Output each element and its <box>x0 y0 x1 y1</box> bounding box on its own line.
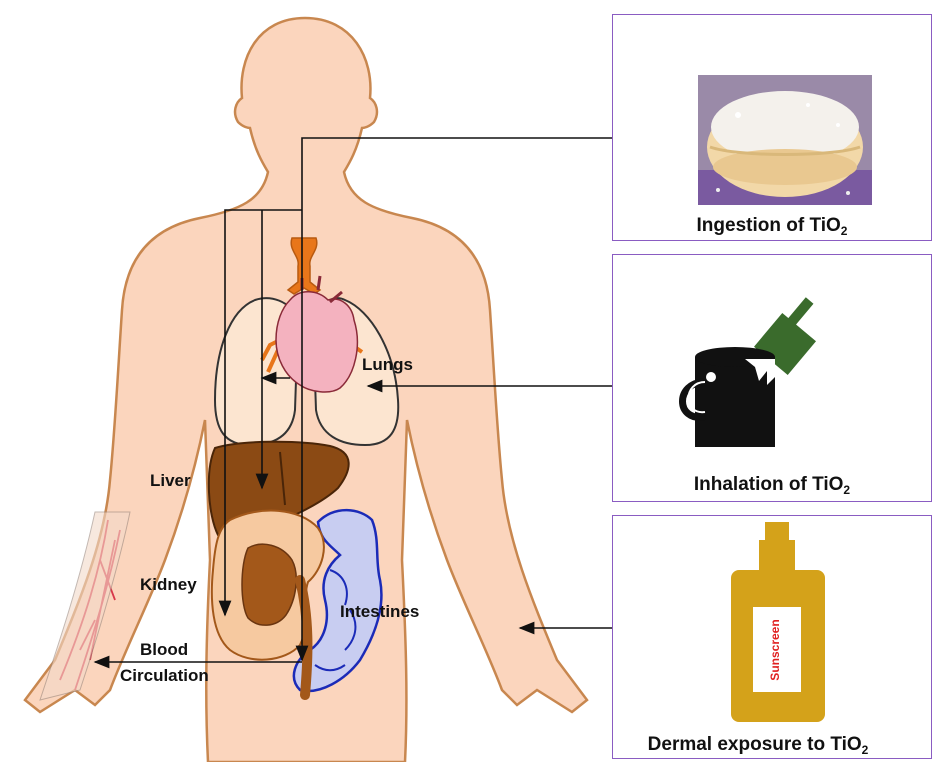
doughnut-image <box>698 75 872 205</box>
ingestion-caption: Ingestion of TiO2 <box>613 215 931 238</box>
label-kidney: Kidney <box>140 575 197 595</box>
sunscreen-bottle-icon: Sunscreen <box>723 522 833 722</box>
label-circulation: Circulation <box>120 666 209 686</box>
dermal-caption: Dermal exposure to TiO2 <box>599 734 917 757</box>
label-liver: Liver <box>150 471 191 491</box>
label-intestines: Intestines <box>340 602 419 622</box>
inhalation-panel: Inhalation of TiO2 <box>612 254 932 502</box>
label-blood: Blood <box>140 640 188 660</box>
dermal-panel: Sunscreen Dermal exposure to TiO2 <box>612 515 932 759</box>
inhalation-caption: Inhalation of TiO2 <box>613 474 931 497</box>
ingestion-panel: Ingestion of TiO2 <box>612 14 932 241</box>
sunscreen-label: Sunscreen <box>768 619 782 680</box>
kidney-inner <box>242 544 296 625</box>
paint-can-brush-icon <box>675 287 845 447</box>
label-lungs: Lungs <box>362 355 413 375</box>
